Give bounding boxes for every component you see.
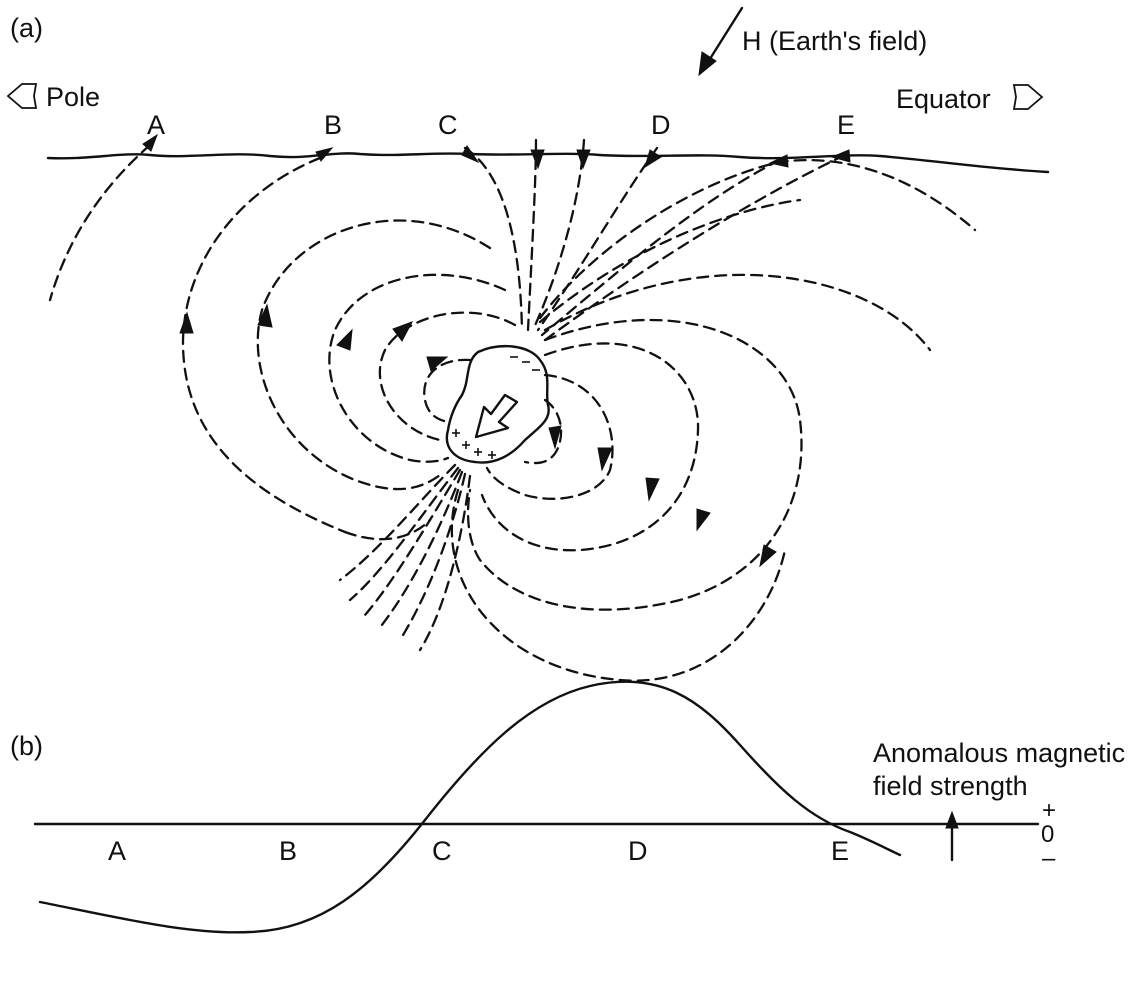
field-arrowhead xyxy=(548,425,562,450)
field-arrowhead xyxy=(644,149,662,169)
field-line xyxy=(378,311,517,442)
field-arrowhead xyxy=(645,477,660,502)
station-d-label: D xyxy=(628,836,648,866)
field-line xyxy=(338,463,457,582)
field-arrowhead xyxy=(315,147,334,162)
field-arrowhead xyxy=(576,149,591,170)
field-arrowhead xyxy=(759,544,777,568)
field-line xyxy=(536,146,659,332)
field-line xyxy=(523,398,563,465)
field-line xyxy=(343,518,432,541)
minus-label: – xyxy=(1042,845,1056,872)
field-line xyxy=(466,318,803,611)
axis-title-line2: field strength xyxy=(873,771,1028,801)
field-line xyxy=(256,219,492,491)
panel-b-label: (b) xyxy=(10,731,43,761)
field-line xyxy=(540,158,782,337)
magnetization-arrow-icon xyxy=(474,393,519,439)
field-line xyxy=(450,488,787,682)
field-line xyxy=(538,158,977,320)
station-e-label: E xyxy=(837,110,855,140)
field-arrowhead xyxy=(830,149,851,163)
field-line xyxy=(48,143,152,302)
field-arrowhead xyxy=(426,356,449,372)
positive-pole-marks xyxy=(452,429,496,459)
pole-label: Pole xyxy=(46,82,100,112)
plus-label: + xyxy=(1042,797,1056,824)
panel-a-label: (a) xyxy=(10,13,43,43)
field-arrowheads xyxy=(142,133,851,568)
station-b-label: B xyxy=(324,110,342,140)
panel-b: (b) Anomalous magnetic field strength + … xyxy=(10,680,1125,934)
magnetized-body xyxy=(445,345,550,464)
field-line xyxy=(423,358,472,424)
field-arrowhead xyxy=(336,328,353,351)
zero-label: 0 xyxy=(1041,821,1054,848)
field-arrowhead xyxy=(257,303,273,328)
earth-field-label: H (Earth's field) xyxy=(742,26,927,56)
field-line xyxy=(398,472,467,642)
field-line xyxy=(418,474,472,652)
equator-arrow-icon xyxy=(1012,84,1044,110)
field-arrowhead xyxy=(392,321,414,342)
field-line xyxy=(376,470,464,632)
field-arrowhead xyxy=(530,149,545,170)
field-line xyxy=(363,468,462,617)
axis-title-line1: Anomalous magnetic xyxy=(873,738,1125,768)
field-arrowhead xyxy=(597,447,613,472)
anomaly-curve xyxy=(38,680,902,934)
field-arrowhead xyxy=(179,311,194,334)
field-arrowhead xyxy=(768,154,789,168)
field-line xyxy=(543,153,847,342)
field-arrowhead xyxy=(142,133,158,152)
field-line xyxy=(543,273,932,352)
ground-surface xyxy=(46,152,1050,174)
station-c-label: C xyxy=(432,836,452,866)
field-arrowhead xyxy=(461,145,480,164)
panel-a: (a) H (Earth's field) Pole Equator A B C… xyxy=(6,6,1050,682)
station-a-label: A xyxy=(147,110,165,140)
station-c-label: C xyxy=(438,110,458,140)
station-d-label: D xyxy=(651,110,671,140)
negative-pole-marks xyxy=(510,356,540,371)
field-line xyxy=(463,146,524,332)
field-line xyxy=(538,198,802,324)
station-b-label: B xyxy=(279,836,297,866)
field-line xyxy=(181,156,347,534)
axis-up-arrow xyxy=(945,810,959,862)
field-line xyxy=(526,138,538,332)
equator-label: Equator xyxy=(896,84,991,114)
pole-arrow-icon xyxy=(6,83,38,109)
station-a-label: A xyxy=(108,836,126,866)
field-arrowhead xyxy=(696,508,711,532)
field-line xyxy=(485,373,614,500)
earth-field-arrow xyxy=(698,6,744,77)
field-line xyxy=(328,273,507,463)
field-line xyxy=(480,342,700,552)
station-e-label: E xyxy=(831,836,849,866)
field-line xyxy=(348,466,460,602)
